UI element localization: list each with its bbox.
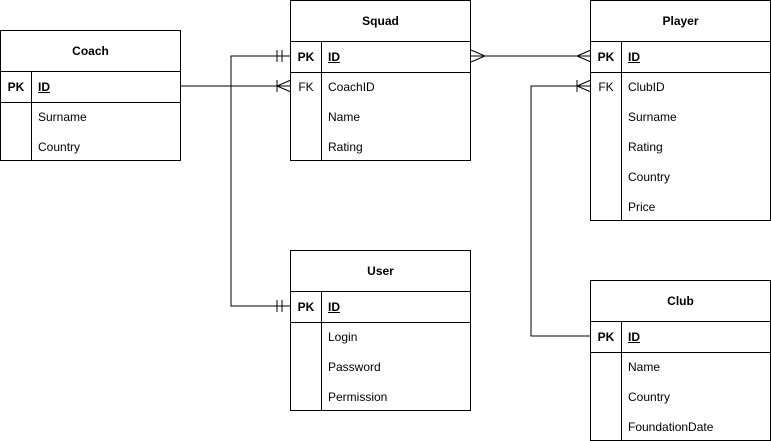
field-name: FoundationDate [628,420,714,434]
rel-club-player[interactable] [530,79,592,337]
field-name: Rating [328,140,363,154]
field-row[interactable]: Country [591,382,770,412]
entity-title: Player [662,14,699,28]
field-row[interactable]: Name [591,352,770,382]
entity-title: Squad [362,14,399,28]
field-row[interactable]: FoundationDate [591,412,770,441]
field-name: Price [628,200,656,214]
pk-field: ID [38,80,50,94]
divider [291,291,470,292]
rel-squad-player[interactable] [470,49,592,63]
divider [591,352,770,353]
field-row[interactable]: Permission [291,382,470,412]
pk-label: PK [597,330,615,344]
pk-label: PK [297,300,315,314]
field-name: Password [328,360,381,374]
pk-field: ID [628,330,640,344]
rel-squad-user[interactable] [230,50,291,312]
entity-title: Club [667,294,694,308]
field-name: Surname [628,110,677,124]
field-name: Name [628,360,661,374]
pk-label: PK [297,50,315,64]
entity-title: Coach [72,44,109,58]
pk-row[interactable]: PK ID [591,322,770,352]
field-name: Country [628,390,671,404]
entity-player[interactable]: Player PK ID FK ClubID Surname Rating Co… [590,0,771,221]
field-row[interactable]: Rating [591,132,770,162]
pk-label: PK [597,50,615,64]
entity-title: User [367,264,394,278]
field-name: Surname [38,110,87,124]
divider [291,72,470,73]
divider [291,41,470,42]
key-column-divider [621,322,622,440]
key-column-divider [321,42,322,160]
field-row[interactable]: FK CoachID [291,72,470,102]
rel-coach-squad[interactable] [181,79,292,93]
divider [1,102,180,103]
field-row[interactable]: Country [591,162,770,192]
field-name: Login [328,330,358,344]
pk-field: ID [328,300,340,314]
field-row[interactable]: Password [291,352,470,382]
field-name: CoachID [328,80,375,94]
field-name: Country [628,170,671,184]
pk-field: ID [628,50,640,64]
divider [1,71,180,72]
key-column-divider [31,72,32,160]
field-name: Permission [328,390,388,404]
pk-label: PK [7,80,25,94]
field-name: Country [38,140,81,154]
entity-user[interactable]: User PK ID Login Password Permission [290,250,471,411]
field-name: ClubID [628,80,665,94]
field-row[interactable]: FK ClubID [591,72,770,102]
key-column-divider [621,42,622,220]
field-row[interactable]: Login [291,322,470,352]
field-row[interactable]: Rating [291,132,470,162]
entity-squad[interactable]: Squad PK ID FK CoachID Name Rating [290,0,471,161]
pk-row[interactable]: PK ID [1,72,180,102]
divider [591,321,770,322]
pk-row[interactable]: PK ID [291,292,470,322]
field-row[interactable]: Surname [591,102,770,132]
fk-label: FK [598,80,614,94]
entity-coach[interactable]: Coach PK ID Surname Country [0,30,181,161]
divider [591,41,770,42]
pk-row[interactable]: PK ID [591,42,770,72]
divider [591,72,770,73]
pk-row[interactable]: PK ID [291,42,470,72]
fk-label: FK [298,80,314,94]
field-row[interactable]: Country [1,132,180,162]
field-row[interactable]: Name [291,102,470,132]
divider [291,322,470,323]
field-name: Name [328,110,361,124]
field-row[interactable]: Price [591,192,770,222]
entity-club[interactable]: Club PK ID Name Country FoundationDate [590,280,771,441]
field-name: Rating [628,140,663,154]
field-row[interactable]: Surname [1,102,180,132]
key-column-divider [321,292,322,410]
pk-field: ID [328,50,340,64]
